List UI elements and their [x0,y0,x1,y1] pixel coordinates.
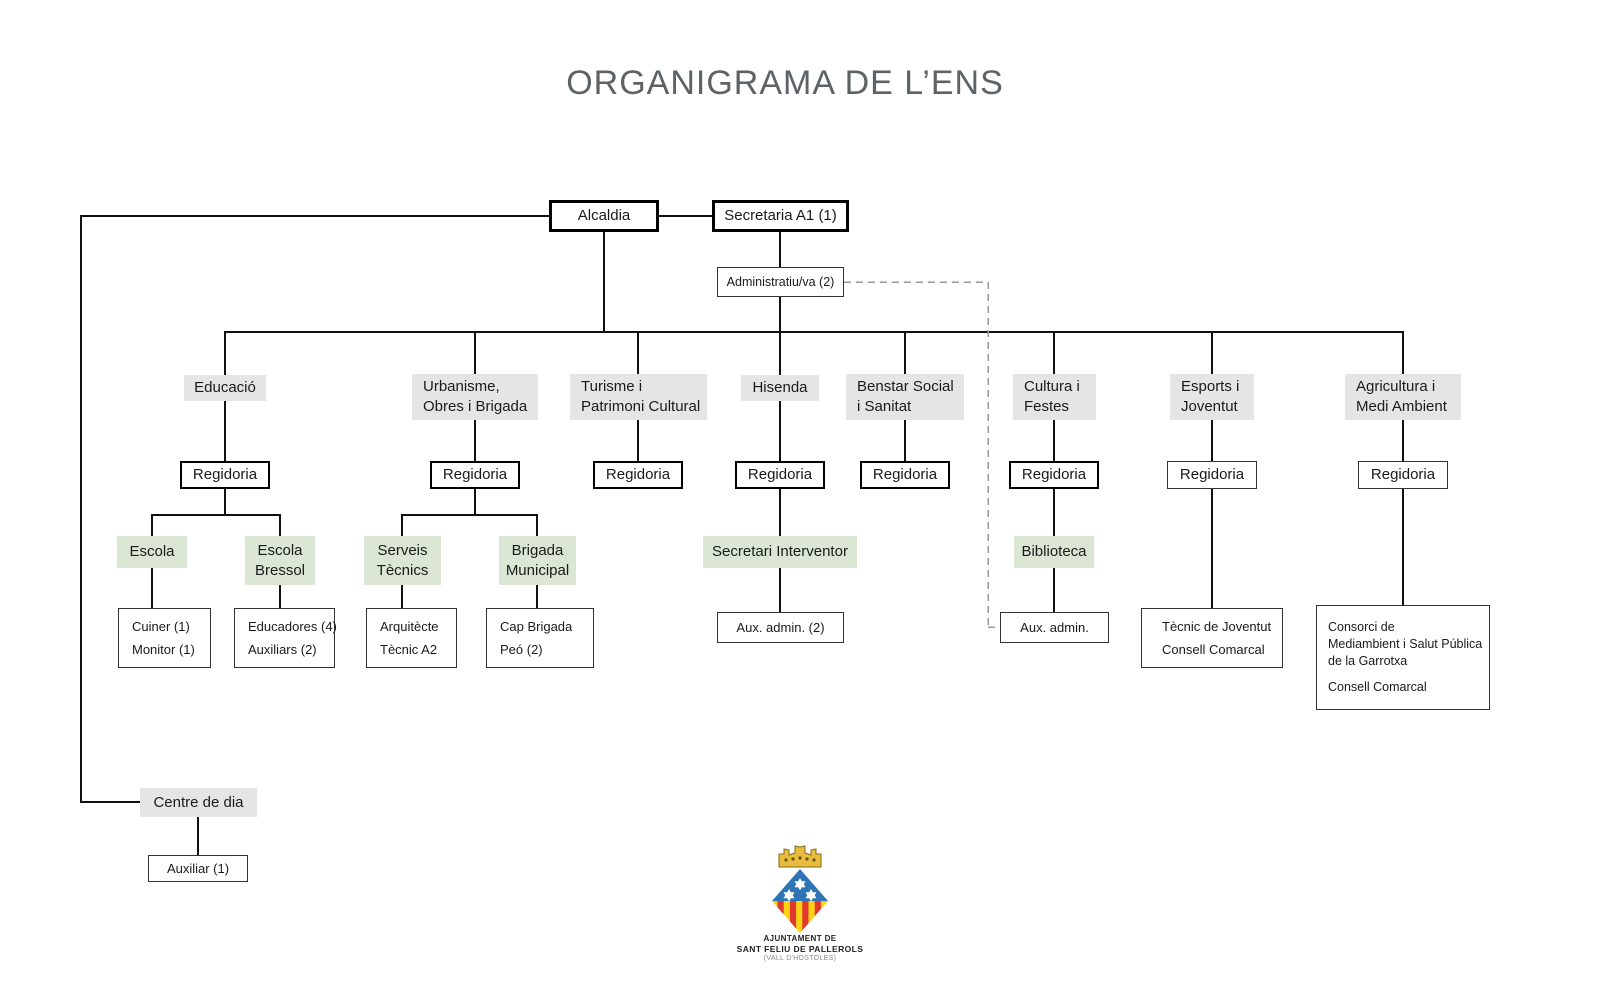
node-cap-brigada-line2: Peó (2) [500,642,543,657]
node-alcaldia: Alcaldia [549,200,659,232]
node-auxiliar: Auxiliar (1) [148,855,248,882]
node-serveis-tecnics: Serveis Tècnics [364,536,441,585]
node-biblioteca: Biblioteca [1014,536,1094,568]
node-cultura: Cultura i Festes [1013,374,1096,420]
node-regidoria-hisenda: Regidoria [735,461,825,489]
node-cultura-line1: Cultura i [1024,378,1080,395]
node-secretari-interventor-label: Secretari Interventor [712,543,848,560]
node-alcaldia-label: Alcaldia [577,207,631,224]
node-educacio-label: Educació [194,379,256,396]
node-turisme-line2: Patrimoni Cultural [581,398,701,415]
regidoria-label: Regidoria [1021,466,1087,483]
node-biblioteca-label: Biblioteca [1021,543,1087,560]
node-educacio: Educació [184,375,266,401]
node-urbanisme-line2: Obres i Brigada [423,398,528,415]
node-tecnic-joventut-line2: Consell Comarcal [1162,642,1265,657]
node-benestar: Benstar Social i Sanitat [846,374,964,420]
node-agricultura-line1: Agricultura i [1356,378,1436,395]
node-centre-de-dia: Centre de dia [140,788,257,817]
node-consorci-line2: Mediambient i Salut Pública [1328,637,1483,651]
node-aux-admin-2: Aux. admin. (2) [717,612,844,643]
municipality-name: AJUNTAMENT DE SANT FELIU DE PALLEROLS (V… [690,934,910,963]
regidoria-label: Regidoria [1179,466,1245,483]
node-brigada-municipal-line2: Municipal [505,561,570,579]
node-arquitecte: Arquitècte Tècnic A2 [366,608,457,668]
node-serveis-tecnics-line2: Tècnics [376,561,429,579]
crown-icon [778,845,822,868]
node-regidoria-esports: Regidoria [1167,461,1257,489]
shield-icon [772,869,828,933]
dashed-connector [844,281,1000,628]
node-consorci-line1: Consorci de [1328,620,1395,634]
regidoria-label: Regidoria [605,466,671,483]
node-cap-brigada: Cap Brigada Peó (2) [486,608,594,668]
node-cuiner-line2: Monitor (1) [132,642,195,657]
node-agricultura: Agricultura i Medi Ambient [1345,374,1461,420]
node-administratiu-label: Administratiu/va (2) [726,275,835,289]
node-secretari-interventor: Secretari Interventor [703,536,857,568]
node-aux-admin-2-label: Aux. admin. (2) [736,619,825,635]
node-hisenda-label: Hisenda [752,379,808,396]
node-escola-bressol: Escola Bressol [245,536,315,585]
regidoria-label: Regidoria [1370,466,1436,483]
node-aux-admin: Aux. admin. [1000,612,1109,643]
node-escola-label: Escola [129,543,175,560]
node-educadores-line2: Auxiliars (2) [248,642,317,657]
node-consorci-line3: de la Garrotxa [1328,654,1408,668]
regidoria-label: Regidoria [442,466,508,483]
node-benestar-line1: Benstar Social [857,378,954,395]
regidoria-label: Regidoria [747,466,813,483]
node-secretaria-label: Secretaria A1 (1) [724,207,837,224]
node-regidoria-turisme: Regidoria [593,461,683,489]
stars-icon [783,878,817,902]
node-escola-bressol-line2: Bressol [254,561,306,579]
node-cuiner-monitor: Cuiner (1) Monitor (1) [118,608,211,668]
node-auxiliar-label: Auxiliar (1) [166,860,230,876]
node-turisme: Turisme i Patrimoni Cultural [570,374,707,420]
node-centre-de-dia-label: Centre de dia [153,793,244,811]
node-esports-line2: Joventut [1181,398,1238,415]
node-escola: Escola [117,536,187,568]
node-consorci: Consorci de Mediambient i Salut Pública … [1316,605,1490,710]
node-regidoria-urbanisme: Regidoria [430,461,520,489]
coat-of-arms-icon [772,845,828,933]
node-secretaria: Secretaria A1 (1) [712,200,849,232]
municipality-name-line3: (VALL D'HOSTOLES) [763,954,837,962]
node-escola-bressol-line1: Escola [257,541,303,559]
node-esports-line1: Esports i [1181,378,1240,395]
node-agricultura-line2: Medi Ambient [1356,398,1447,415]
node-urbanisme-line1: Urbanisme, [423,378,500,395]
node-arquitecte-line2: Tècnic A2 [380,642,438,657]
regidoria-label: Regidoria [872,466,938,483]
page-title: ORGANIGRAMA DE L’ENS [566,64,1004,102]
node-urbanisme: Urbanisme, Obres i Brigada [412,374,538,420]
node-hisenda: Hisenda [741,375,819,401]
node-brigada-municipal: Brigada Municipal [499,536,576,585]
node-administratiu: Administratiu/va (2) [717,267,844,297]
node-esports: Esports i Joventut [1170,374,1254,420]
node-cuiner-line1: Cuiner (1) [132,619,190,634]
municipality-name-line1: AJUNTAMENT DE [763,934,837,943]
node-cultura-line2: Festes [1024,398,1070,415]
node-cap-brigada-line1: Cap Brigada [500,619,573,634]
node-arquitecte-line1: Arquitècte [380,619,439,634]
node-brigada-municipal-line1: Brigada [511,541,564,559]
node-educadores-auxiliars: Educadores (4) Auxiliars (2) [234,608,337,668]
node-turisme-line1: Turisme i [581,378,643,395]
node-tecnic-joventut: Tècnic de Joventut Consell Comarcal [1141,608,1283,668]
municipality-name-line2: SANT FELIU DE PALLEROLS [736,943,864,954]
node-consorci-line4: Consell Comarcal [1328,680,1427,694]
node-benestar-line2: i Sanitat [857,398,912,415]
node-aux-admin-label: Aux. admin. [1020,619,1089,635]
node-regidoria-agricultura: Regidoria [1358,461,1448,489]
node-regidoria-educacio: Regidoria [180,461,270,489]
node-regidoria-benestar: Regidoria [860,461,950,489]
node-tecnic-joventut-line1: Tècnic de Joventut [1162,619,1272,634]
node-serveis-tecnics-line1: Serveis [377,541,428,559]
solid-connectors [80,215,1404,855]
regidoria-label: Regidoria [192,466,258,483]
node-regidoria-cultura: Regidoria [1009,461,1099,489]
node-educadores-line1: Educadores (4) [248,619,337,634]
